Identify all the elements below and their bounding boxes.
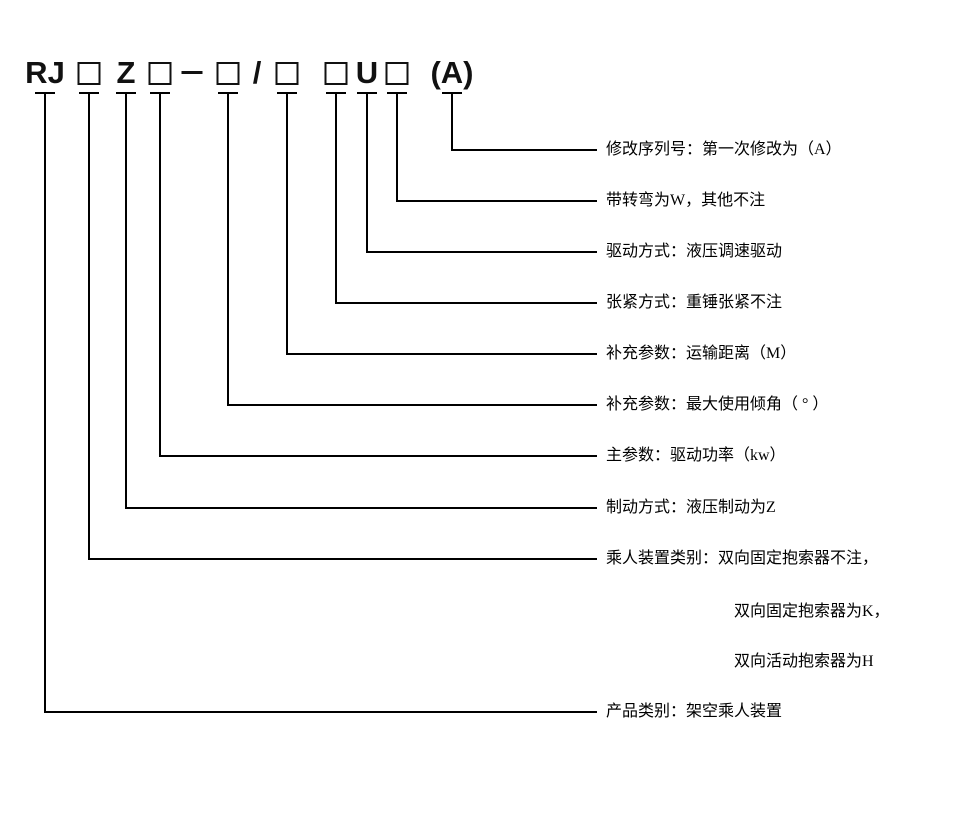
callout-label: 制动方式：液压制动为Z [606, 499, 776, 516]
code-box [148, 62, 172, 85]
connector-vline [88, 92, 90, 560]
code-box [275, 62, 299, 85]
connector-hline [335, 302, 597, 304]
connector-vline [227, 92, 229, 406]
connector-vline [396, 92, 398, 202]
connector-hline [125, 507, 597, 509]
code-symbol-A: (A) [430, 55, 474, 90]
dash-separator [181, 71, 203, 74]
callout-label: 带转弯为W，其他不注 [606, 192, 766, 209]
code-symbol-U: U [355, 55, 379, 90]
connector-hline [286, 353, 597, 355]
callout-label: 修改序列号：第一次修改为（A） [606, 141, 842, 158]
connector-vline [286, 92, 288, 355]
callout-label: 主参数：驱动功率（kw） [606, 447, 786, 464]
connector-hline [44, 711, 597, 713]
code-symbol-RJ: RJ [25, 55, 65, 90]
connector-hline [451, 149, 597, 151]
callout-label: 补充参数：最大使用倾角（ ° ） [606, 396, 829, 413]
connector-hline [88, 558, 597, 560]
code-box [324, 62, 348, 85]
code-box [385, 62, 409, 85]
callout-label: 产品类别：架空乘人装置 [606, 703, 783, 720]
code-box [77, 62, 101, 85]
callout-label: 乘人装置类别：双向固定抱索器不注， [606, 550, 879, 567]
connector-hline [227, 404, 597, 406]
connector-vline [44, 92, 46, 713]
connector-vline [159, 92, 161, 457]
callout-label-continuation: 双向活动抱索器为H [734, 653, 874, 670]
connector-vline [366, 92, 368, 253]
code-box [216, 62, 240, 85]
connector-hline [396, 200, 597, 202]
connector-hline [159, 455, 597, 457]
code-symbol-Z: Z [116, 55, 136, 90]
connector-vline [451, 92, 453, 151]
connector-hline [366, 251, 597, 253]
code-symbol-: / [252, 55, 262, 90]
callout-label-continuation: 双向固定抱索器为K， [734, 603, 890, 620]
callout-label: 张紧方式：重锤张紧不注 [606, 294, 783, 311]
callout-label: 补充参数：运输距离（M） [606, 345, 797, 362]
callout-label: 驱动方式：液压调速驱动 [606, 243, 783, 260]
connector-vline [335, 92, 337, 304]
connector-vline [125, 92, 127, 509]
